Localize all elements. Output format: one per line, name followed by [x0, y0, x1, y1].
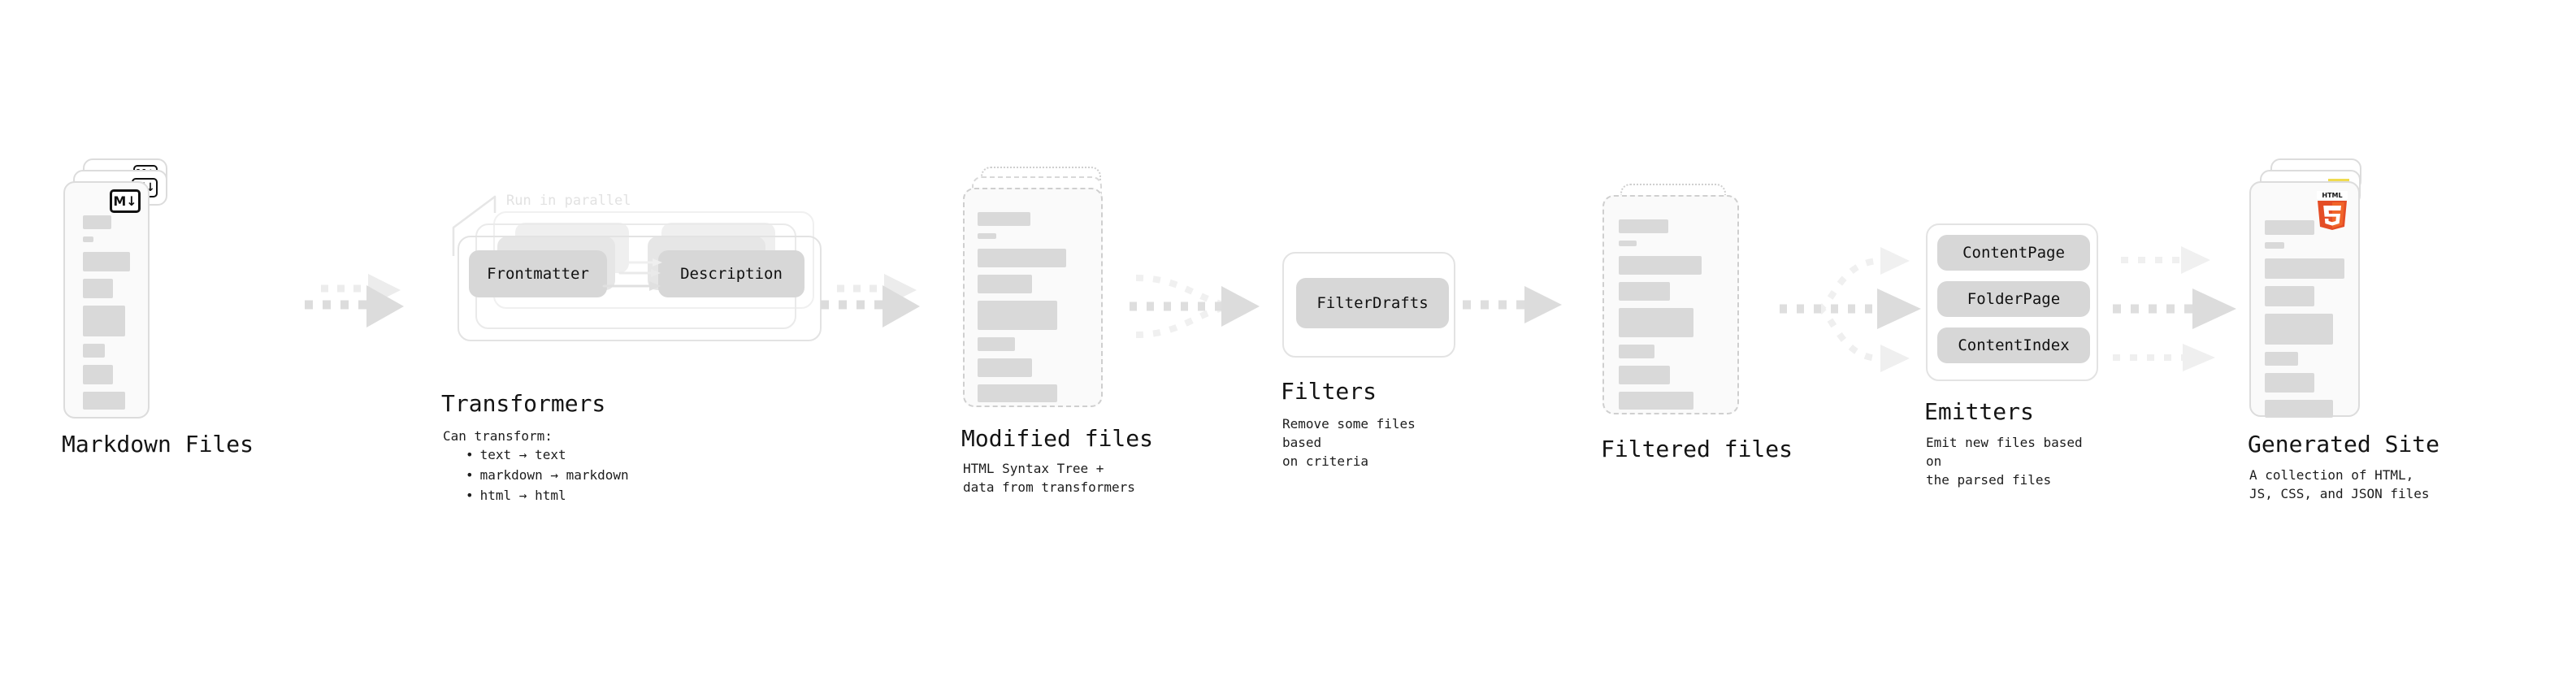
emitter-chip-contentpage[interactable]: ContentPage	[1937, 235, 2090, 271]
stage-markdown-files: M↓ M↓ M↓ Markdown Files	[62, 158, 254, 458]
stage-filters: FilterDrafts Filters Remove some files b…	[1281, 252, 1455, 469]
stage-title-filters: Filters	[1281, 378, 1377, 405]
connector-modified-to-filters	[1130, 275, 1260, 338]
svg-text:HTML: HTML	[2322, 192, 2342, 199]
file-content-lines	[978, 212, 1088, 410]
stage-emitters: ContentPage FolderPage ContentIndex Emit…	[1924, 223, 2098, 488]
filtered-file-card-front	[1602, 195, 1739, 414]
markdown-file-card-front: M↓	[63, 181, 150, 419]
stage-modified-files: Modified files HTML Syntax Tree + data f…	[961, 167, 1153, 495]
list-item: text → text	[466, 445, 629, 466]
stage-title-emitters: Emitters	[1924, 398, 2034, 425]
stage-desc-emitters: Emit new files based on the parsed files	[1926, 435, 2083, 488]
file-content-lines	[2265, 220, 2344, 425]
connector-filters-to-filtered	[1463, 286, 1562, 323]
transformers-stack: Run in parallel Frontmatter Description	[443, 187, 825, 341]
stage-title-transformers: Transformers	[441, 390, 606, 417]
modified-file-stack	[963, 167, 1142, 435]
stage-generated-site: css HTML	[2248, 158, 2439, 501]
site-file-card-html: HTML	[2249, 181, 2360, 418]
stage-filtered-files: Filtered files	[1601, 184, 1793, 462]
transformer-group-front: Frontmatter Description	[458, 236, 822, 341]
list-item: markdown → markdown	[466, 466, 629, 486]
transformer-chip-description[interactable]: Description	[658, 250, 804, 297]
emitter-chip-contentindex[interactable]: ContentIndex	[1937, 327, 2090, 363]
transformers-bullet-list: text → text markdown → markdown html → h…	[451, 445, 629, 505]
emitter-chip-folderpage[interactable]: FolderPage	[1937, 281, 2090, 317]
emitters-group-box: ContentPage FolderPage ContentIndex	[1926, 223, 2098, 381]
stage-title-modified-files: Modified files	[961, 425, 1154, 452]
markdown-icon: M↓	[110, 189, 141, 213]
connector-transformers-to-modified	[821, 274, 920, 327]
stage-title-markdown-files: Markdown Files	[62, 431, 254, 458]
stage-desc-filters: Remove some files based on criteria	[1282, 416, 1416, 470]
stage-title-filtered-files: Filtered files	[1601, 436, 1793, 462]
connector-markdown-to-transformers	[305, 274, 404, 327]
connector-filtered-to-emitters	[1780, 247, 1921, 372]
stage-desc-modified-files: HTML Syntax Tree + data from transformer…	[963, 461, 1135, 496]
stage-desc-generated-site: A collection of HTML, JS, CSS, and JSON …	[2249, 467, 2430, 502]
stage-transformers: Run in parallel Frontmatter Description	[441, 187, 825, 503]
html5-icon: HTML	[2315, 191, 2349, 230]
file-content-lines	[1619, 219, 1723, 417]
connector-emitters-to-site	[2113, 246, 2236, 371]
markdown-file-stack: M↓ M↓ M↓	[63, 158, 234, 427]
stage-desc-transformers: Can transform:	[443, 428, 553, 444]
generated-site-file-stack: css HTML	[2249, 158, 2436, 435]
stage-title-generated-site: Generated Site	[2248, 431, 2440, 458]
transformer-chip-frontmatter[interactable]: Frontmatter	[469, 250, 607, 297]
filtered-file-stack	[1602, 184, 1773, 444]
filter-chip-filterdrafts[interactable]: FilterDrafts	[1296, 278, 1449, 328]
run-in-parallel-label: Run in parallel	[506, 193, 631, 209]
filters-group-box: FilterDrafts	[1282, 252, 1455, 358]
file-content-lines	[83, 215, 130, 417]
list-item: html → html	[466, 486, 629, 506]
modified-file-card-front	[963, 188, 1103, 407]
